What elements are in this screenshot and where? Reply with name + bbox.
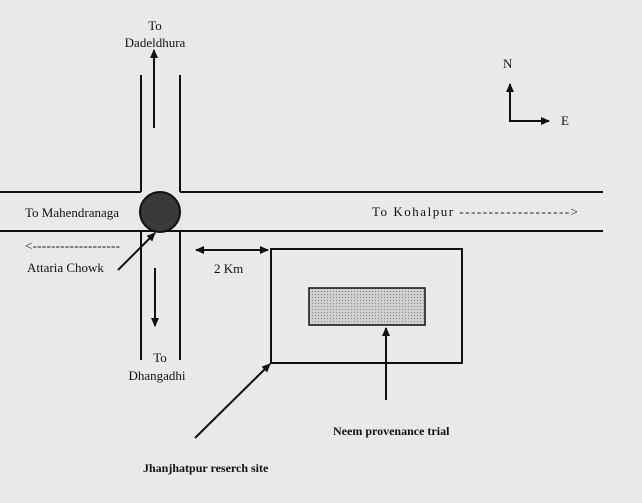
site-label: Jhanjhatpur reserch site <box>143 461 269 475</box>
east-west-road <box>0 191 603 232</box>
north-south-road <box>140 75 181 360</box>
west-direction-arrow: <------------------- <box>25 238 120 253</box>
distance-label: 2 Km <box>214 261 243 276</box>
trial-label: Neem provenance trial <box>333 424 450 438</box>
south-to-label: To <box>153 350 167 365</box>
jhanjhatpur-site-boundary <box>270 248 463 364</box>
compass-north-label: N <box>503 56 513 71</box>
compass-icon: N E <box>503 56 569 128</box>
compass-east-label: E <box>561 113 569 128</box>
site-pointer-arrow <box>194 363 271 439</box>
north-to-label: To <box>148 18 162 33</box>
junction-label: Attaria Chowk <box>27 260 104 275</box>
north-destination-label: Dadeldhura <box>125 35 186 50</box>
west-destination-label: To Mahendranaga <box>25 205 119 220</box>
neem-trial-plot <box>308 287 426 326</box>
attaria-chowk-marker <box>139 191 181 233</box>
south-destination-label: Dhangadhi <box>128 368 185 383</box>
junction-pointer-arrow <box>117 232 156 271</box>
east-destination-label: To Kohalpur -------------------> <box>372 204 578 219</box>
